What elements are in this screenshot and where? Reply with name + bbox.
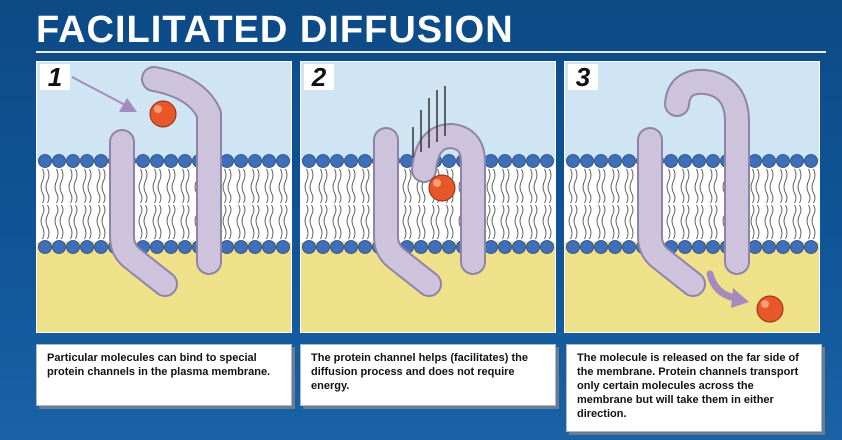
phospholipid-head (443, 241, 456, 254)
phospholipid-head (137, 155, 150, 168)
phospholipid-head (665, 155, 678, 168)
caption-2: The protein channel helps (facilitates) … (300, 344, 556, 406)
panel-3: 3 (564, 61, 820, 333)
panel-2: 2 (300, 61, 556, 333)
panel-1-illustration (37, 62, 292, 333)
phospholipid-head (179, 241, 192, 254)
phospholipid-head (359, 241, 372, 254)
phospholipid-head (277, 241, 290, 254)
phospholipid-head (513, 155, 526, 168)
phospholipid-head (763, 155, 776, 168)
phospholipid-head (623, 155, 636, 168)
phospholipid-head (165, 155, 178, 168)
phospholipid-head (581, 155, 594, 168)
phospholipid-head (95, 241, 108, 254)
step-number: 1 (40, 64, 70, 90)
phospholipid-head (165, 241, 178, 254)
phospholipid-head (763, 241, 776, 254)
phospholipid-head (263, 155, 276, 168)
caption-1: Particular molecules can bind to special… (36, 344, 292, 406)
phospholipid-head (609, 241, 622, 254)
phospholipid-head (53, 155, 66, 168)
phospholipid-head (679, 241, 692, 254)
phospholipid-head (39, 241, 52, 254)
phospholipid-head (151, 241, 164, 254)
phospholipid-head (499, 155, 512, 168)
phospholipid-head (359, 155, 372, 168)
phospholipid-head (249, 155, 262, 168)
phospholipid-head (595, 241, 608, 254)
phospholipid-head (331, 241, 344, 254)
phospholipid-head (777, 155, 790, 168)
phospholipid-head (679, 155, 692, 168)
phospholipid-head (791, 241, 804, 254)
phospholipid-head (81, 241, 94, 254)
phospholipid-head (221, 155, 234, 168)
phospholipid-head (693, 241, 706, 254)
molecule (757, 296, 783, 322)
phospholipid-head (317, 241, 330, 254)
phospholipid-head (805, 241, 818, 254)
phospholipid-head (777, 241, 790, 254)
panel-1: 1 (36, 61, 292, 333)
phospholipid-head (749, 155, 762, 168)
panel-3-illustration (565, 62, 820, 333)
phospholipid-head (693, 155, 706, 168)
title-divider (36, 51, 826, 53)
phospholipid-head (345, 241, 358, 254)
phospholipid-head (415, 241, 428, 254)
phospholipid-head (499, 241, 512, 254)
phospholipid-head (81, 155, 94, 168)
phospholipid-head (567, 155, 580, 168)
step-number: 3 (568, 64, 598, 90)
phospholipid-head (263, 241, 276, 254)
phospholipid-head (707, 155, 720, 168)
phospholipid-head (95, 155, 108, 168)
phospholipid-head (429, 241, 442, 254)
phospholipid-head (331, 155, 344, 168)
phospholipid-head (443, 155, 456, 168)
phospholipid-head (541, 155, 554, 168)
caption-3: The molecule is released on the far side… (566, 344, 822, 432)
phospholipid-head (67, 241, 80, 254)
step-number: 2 (304, 64, 334, 90)
phospholipid-head (277, 155, 290, 168)
phospholipid-head (317, 155, 330, 168)
phospholipid-head (595, 155, 608, 168)
phospholipid-head (791, 155, 804, 168)
phospholipid-head (221, 241, 234, 254)
phospholipid-head (527, 155, 540, 168)
phospholipid-head (513, 241, 526, 254)
phospholipid-head (707, 241, 720, 254)
phospholipid-head (749, 241, 762, 254)
phospholipid-head (485, 241, 498, 254)
phospholipid-head (303, 155, 316, 168)
panel-2-illustration (301, 62, 556, 333)
molecule (150, 101, 176, 127)
phospholipid-head (805, 155, 818, 168)
phospholipid-head (39, 155, 52, 168)
phospholipid-head (67, 155, 80, 168)
phospholipid-head (527, 241, 540, 254)
phospholipid-head (581, 241, 594, 254)
phospholipid-head (541, 241, 554, 254)
phospholipid-head (179, 155, 192, 168)
phospholipid-head (151, 155, 164, 168)
phospholipid-head (567, 241, 580, 254)
molecule (429, 175, 455, 201)
phospholipid-head (249, 241, 262, 254)
phospholipid-head (609, 155, 622, 168)
phospholipid-head (623, 241, 636, 254)
page-title: FACILITATED DIFFUSION (36, 8, 514, 52)
phospholipid-head (485, 155, 498, 168)
phospholipid-head (53, 241, 66, 254)
phospholipid-head (303, 241, 316, 254)
phospholipid-head (235, 241, 248, 254)
phospholipid-head (235, 155, 248, 168)
phospholipid-head (345, 155, 358, 168)
